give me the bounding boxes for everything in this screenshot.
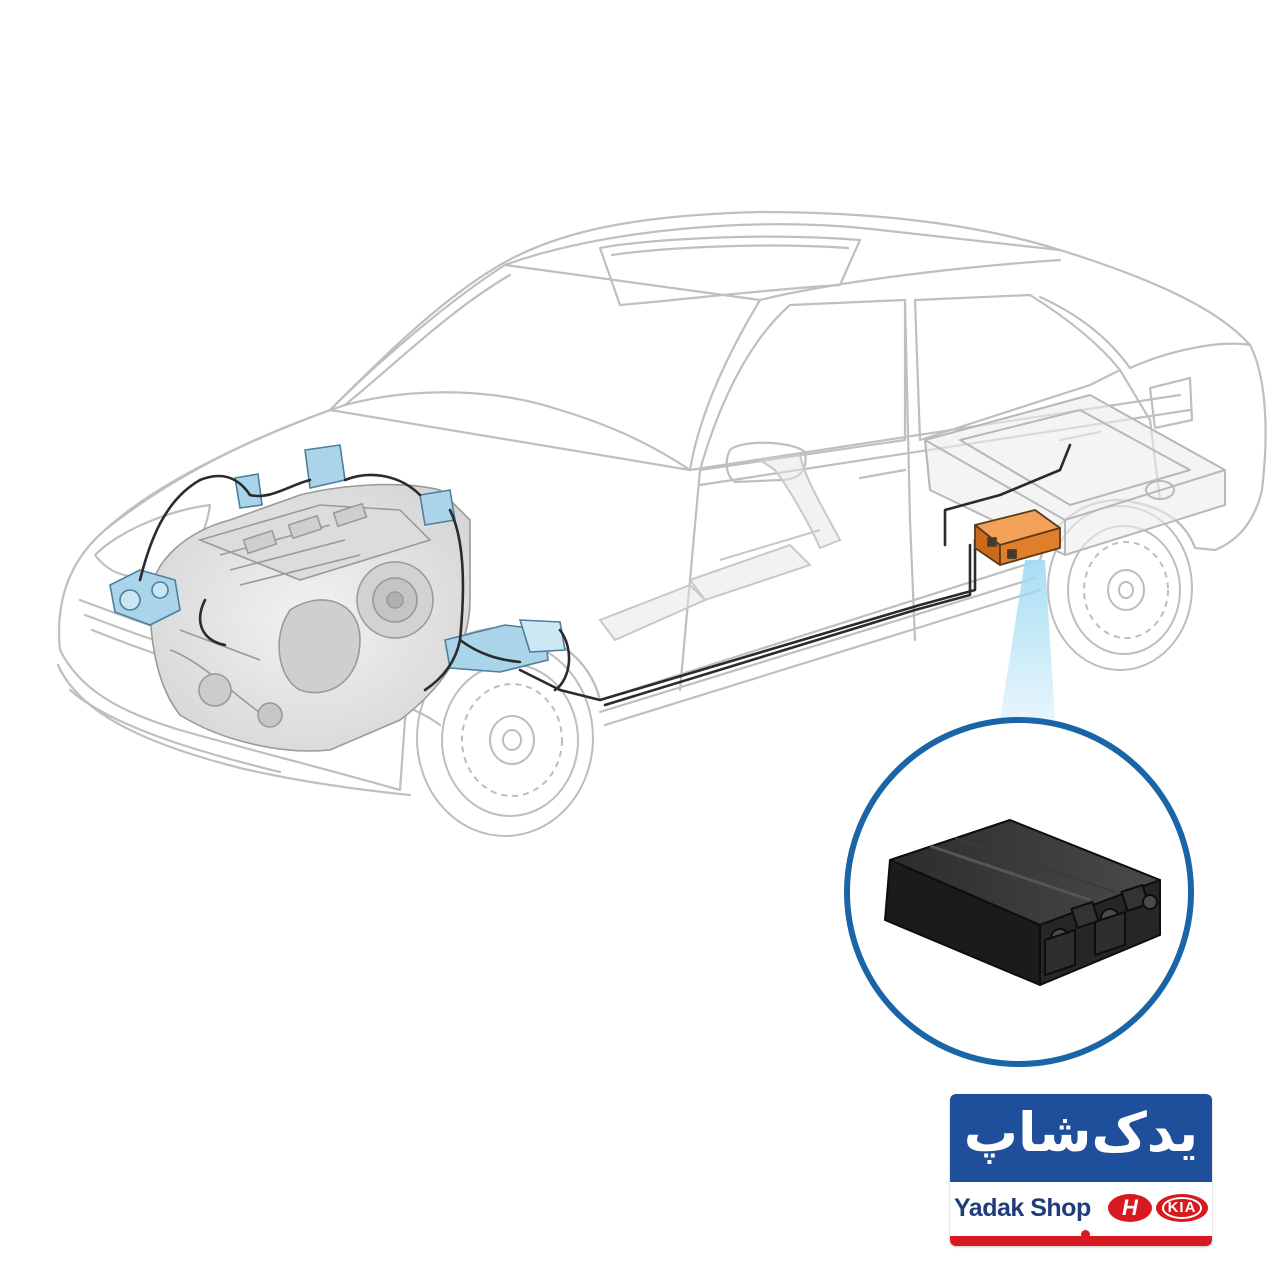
fuel-tank [924, 394, 1226, 556]
hyundai-mark: H [1122, 1195, 1138, 1220]
kia-logo-icon: KIA [1156, 1194, 1208, 1222]
engine-block [149, 483, 471, 752]
exhaust-system [598, 453, 842, 642]
canister-closeup [884, 819, 1161, 986]
callout-beam [1000, 560, 1055, 720]
logo-bottom-panel: Yadak Shop H KIA [950, 1186, 1212, 1246]
logo-red-stripe [950, 1236, 1212, 1246]
vapor-lines [138, 443, 1072, 707]
hyundai-logo-icon: H [1108, 1194, 1152, 1222]
logo-top-panel: یدک‌شاپ [950, 1094, 1212, 1186]
logo-latin-name: Yadak Shop [954, 1194, 1091, 1222]
logo-persian-name: یدک‌شاپ [963, 1101, 1199, 1164]
yadak-shop-logo: یدک‌شاپ Yadak Shop H KIA [950, 1094, 1212, 1246]
kia-mark: KIA [1161, 1197, 1203, 1219]
logo-red-dot [1081, 1230, 1090, 1239]
evap-canister-highlight [974, 509, 1061, 566]
